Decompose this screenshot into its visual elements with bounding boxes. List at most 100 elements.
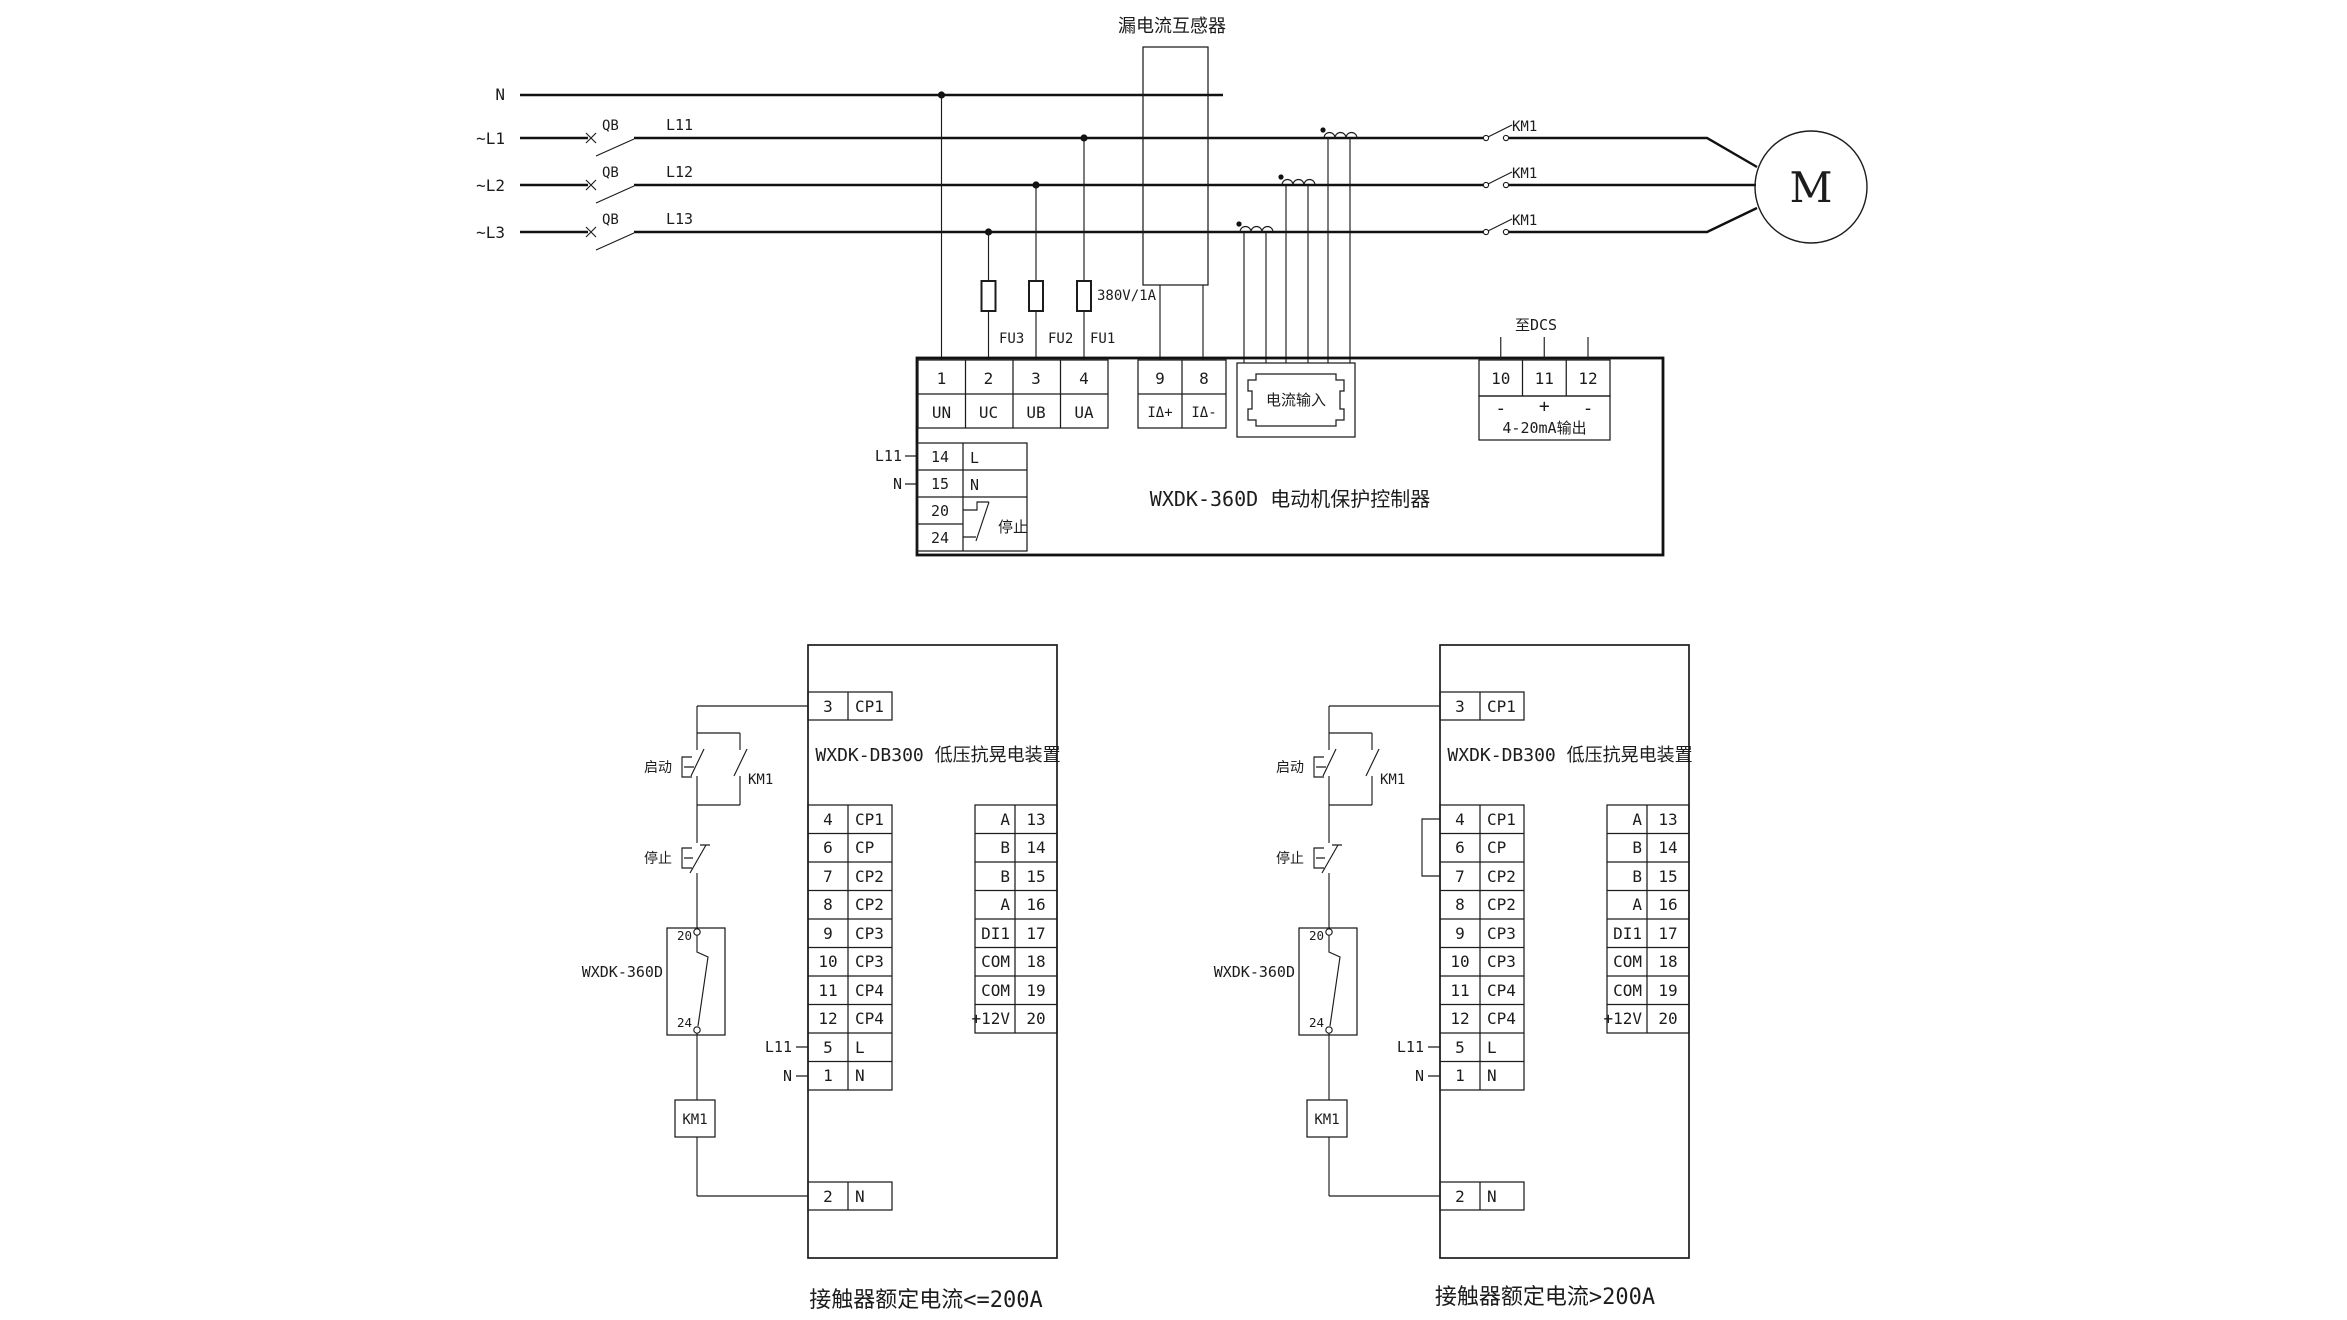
output-sign: + [1539,396,1550,417]
terminal-label: B [1000,867,1010,886]
terminal-num: 11 [1535,369,1554,388]
contact-terminal-20: 20 [677,928,692,943]
terminal-label: UN [932,403,951,422]
terminal-num: 9 [1455,924,1465,943]
terminal-label: IΔ+ [1147,405,1172,421]
ext-wire-label: N [783,1067,792,1085]
terminal-label: UA [1074,403,1094,422]
terminal-label: CP2 [1487,895,1516,914]
terminal-label: CP3 [855,924,884,943]
terminal-num: 17 [1026,924,1045,943]
terminal-num: 14 [1658,838,1677,857]
fuse-rating-label: 380V/1A [1097,288,1157,304]
wire-label-l13: L13 [666,210,693,228]
terminal-label: L [1487,1038,1497,1057]
terminal-label: B [1632,867,1642,886]
terminal-label: CP1 [1487,810,1516,829]
leakage-ct-box [1142,46,1209,286]
sub-diagram-le200a: WXDK-DB300 低压抗晃电装置 3 CP1 4 CP1 6 CP 7 CP… [582,644,1061,1313]
terminal-num: 13 [1658,810,1677,829]
terminal-label: UB [1026,403,1045,422]
terminal-label: CP3 [1487,952,1516,971]
to-dcs-label: 至DCS [1515,316,1557,334]
terminal-label: +12V [971,1009,1010,1028]
leakage-ct-label: 漏电流互感器 [1118,16,1226,37]
terminal-num: 16 [1026,895,1045,914]
terminal-num: 9 [823,924,833,943]
wire-label-l11: L11 [666,116,693,134]
km1-coil-label: KM1 [682,1112,707,1128]
sub-title: WXDK-DB300 低压抗晃电装置 [1447,745,1692,766]
bus-label-n: N [495,85,505,104]
terminal-label: COM [1613,981,1642,1000]
terminal-num: 17 [1658,924,1677,943]
contact-terminal-24: 24 [677,1015,692,1030]
terminal-num: 2 [823,1187,833,1206]
terminal-num: 3 [1031,369,1041,388]
km1-coil-label: KM1 [1314,1112,1339,1128]
fuse-label-fu3: FU3 [999,331,1024,347]
stop-button-label: 停止 [644,850,672,867]
terminal-label: CP4 [855,981,884,1000]
aux-terminal-block: 14 15 20 24 L N L11 N 停止 [875,442,1028,552]
ext-wire-label: N [893,475,902,493]
bus-label-l2: ~L2 [476,176,505,195]
km1-contact-label-3: KM1 [1512,213,1537,229]
terminal-label: A [1632,810,1642,829]
power-bus-lines [520,93,1758,234]
terminal-num: 15 [1026,867,1045,886]
terminal-label: N [1487,1187,1497,1206]
fuse-label-fu1: FU1 [1090,331,1115,347]
terminal-label: CP [1487,838,1506,857]
terminal-num: 12 [1450,1009,1469,1028]
terminal-num: 1 [1455,1066,1465,1085]
analog-output-block: 至DCS 10 11 12 - + - 4-20mA输出 [1478,316,1611,441]
terminal-label: A [1632,895,1642,914]
fuse-symbols [980,280,1092,312]
terminal-num: 9 [1155,369,1165,388]
terminal-num: 7 [1455,867,1465,886]
current-input-label: 电流输入 [1266,391,1326,409]
terminal-label: DI1 [981,924,1010,943]
terminal-num: 6 [1455,838,1465,857]
terminal-num: 18 [1658,952,1677,971]
bus-label-l1: ~L1 [476,129,505,148]
terminal-num: 19 [1658,981,1677,1000]
terminal-num: 20 [931,502,949,520]
stop-contact-symbol [963,501,990,542]
motor-label: M [1789,163,1832,212]
terminal-num: 4 [1455,810,1465,829]
terminal-label: L [855,1038,865,1057]
terminal-num: 14 [1026,838,1045,857]
terminal-num: 19 [1026,981,1045,1000]
output-label: 4-20mA输出 [1502,419,1586,437]
current-input-connector: 电流输入 [1236,362,1356,438]
jumper-bracket-4-7 [1421,818,1440,877]
terminal-num: 4 [1079,369,1089,388]
terminal-label: CP [855,838,874,857]
terminal-num: 20 [1658,1009,1677,1028]
terminal-label: UC [979,403,998,422]
terminal-num: 14 [931,448,949,466]
relay-label: WXDK-360D [1214,963,1295,981]
top-diagram: N ~L1 ~L2 ~L3 QB QB QB L11 L12 L13 [476,16,1868,557]
terminal-num: 7 [823,867,833,886]
terminal-num: 1 [937,369,947,388]
stop-button-label: 停止 [1276,850,1304,867]
terminal-label: CP1 [1487,697,1516,716]
km1-contact-label-2: KM1 [1512,166,1537,182]
qb-label-3: QB [602,212,619,228]
stop-label: 停止 [998,518,1028,536]
qb-label-1: QB [602,118,619,134]
terminal-num: 11 [1450,981,1469,1000]
ext-wire-label: N [1415,1067,1424,1085]
terminal-num: 10 [818,952,837,971]
terminal-label: COM [981,952,1010,971]
terminal-num: 6 [823,838,833,857]
terminal-strip-delta: 9 8 IΔ+ IΔ- [1137,359,1227,429]
terminal-num: 5 [1455,1038,1465,1057]
terminal-label: CP2 [855,895,884,914]
terminal-num: 15 [1658,867,1677,886]
ext-wire-label: L11 [1397,1038,1424,1056]
